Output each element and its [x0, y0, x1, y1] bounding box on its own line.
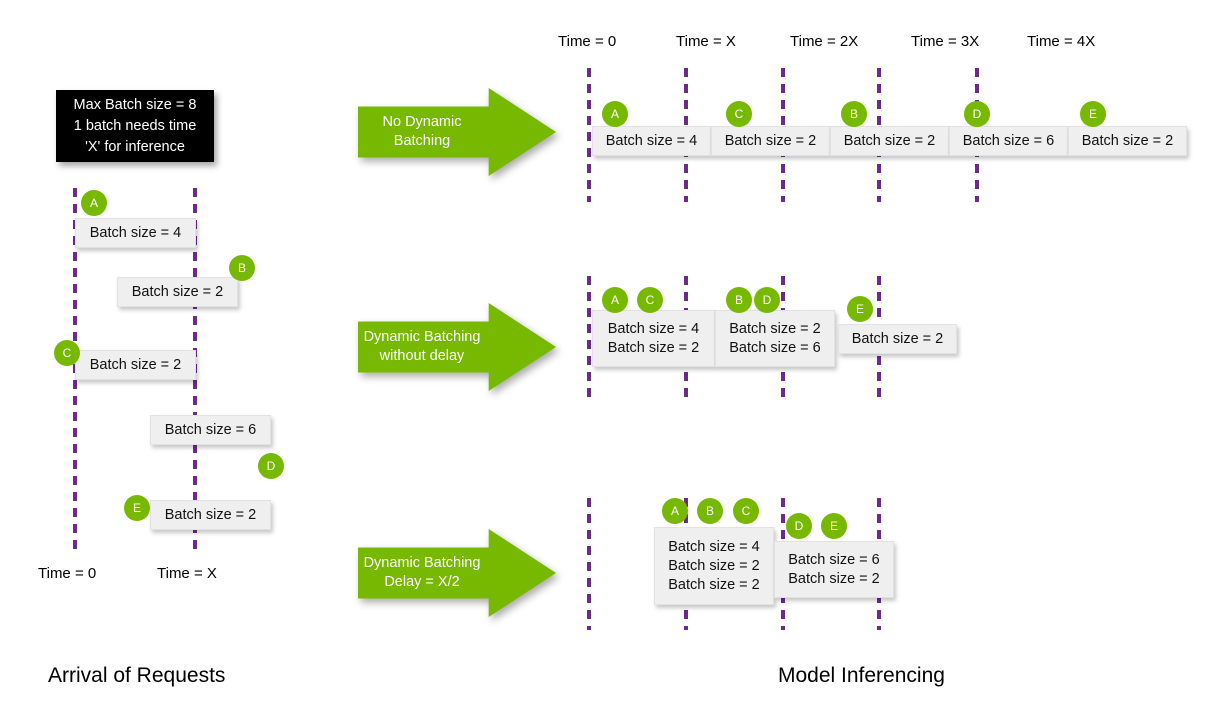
no-dynamic-batching-gridline-0 [587, 68, 591, 202]
batch-size-text: Batch size = 2 [668, 557, 760, 574]
request-badge-label: E [132, 501, 141, 515]
batch-size-text: Batch size = 4 [668, 538, 760, 555]
dynamic-batching-without-delay-badge-b: B [726, 287, 752, 313]
no-dynamic-batching-badge-b: B [841, 101, 867, 127]
batch-size-text: Batch size = 4 [605, 132, 698, 149]
batch-size-text: Batch size = 2 [851, 330, 944, 347]
batch-size-text: Batch size = 2 [843, 132, 936, 149]
dynamic-batching-without-delay-batch-box-0: Batch size = 4 Batch size = 2 [592, 310, 715, 367]
arrival-badge-d: D [258, 453, 284, 479]
request-badge-label: E [829, 519, 838, 533]
no-dynamic-batching-badge-c: C [726, 101, 752, 127]
arrival-batch-box-c: Batch size = 2 [75, 350, 196, 380]
request-badge-label: C [645, 293, 655, 307]
arrival-badge-e: E [124, 495, 150, 521]
dynamic-batching-without-delay-batch-box-1: Batch size = 2 Batch size = 6 [715, 310, 835, 367]
info-card-line-1: Max Batch size = 8 [73, 96, 197, 113]
request-badge-label: B [237, 261, 246, 275]
request-badge-label: D [266, 459, 276, 473]
batch-size-text: Batch size = 2 [89, 356, 182, 373]
dynamic-batching-delay-half-x-badge-b: B [697, 498, 723, 524]
request-badge-label: A [610, 293, 619, 307]
batch-size-text: Batch size = 2 [131, 283, 224, 300]
request-badge-label: B [705, 504, 714, 518]
request-badge-label: D [972, 107, 982, 121]
dynamic-batching-without-delay-badge-d: D [754, 287, 780, 313]
left-axis-label-0: Time = 0 [38, 565, 97, 582]
arrival-badge-b: B [229, 255, 255, 281]
arrival-batch-box-d: Batch size = 6 [150, 415, 271, 445]
time-header-1: Time = X [676, 33, 736, 50]
batch-size-text: Batch size = 2 [729, 320, 821, 337]
right-section-title: Model Inferencing [778, 664, 945, 687]
batch-size-text: Batch size = 4 [607, 320, 700, 337]
request-badge-label: C [62, 346, 72, 360]
dynamic-batching-without-delay-batch-box-2: Batch size = 2 [838, 324, 957, 354]
dynamic-batching-delay-half-x-badge-a: A [662, 498, 688, 524]
dynamic-batching-without-delay-badge-e: E [847, 296, 873, 322]
batch-size-text: Batch size = 2 [668, 576, 760, 593]
left-section-title: Arrival of Requests [48, 664, 226, 687]
no-dynamic-batching-batch-box-0: Batch size = 4 [592, 126, 711, 156]
request-badge-label: D [794, 519, 804, 533]
batch-size-text: Batch size = 2 [607, 339, 700, 356]
arrival-batch-box-b: Batch size = 2 [117, 277, 238, 307]
dynamic-batching-delay-half-x-batch-box-1: Batch size = 6 Batch size = 2 [774, 541, 894, 598]
no-dynamic-batching-badge-e: E [1080, 101, 1106, 127]
request-badge-label: B [849, 107, 858, 121]
no-dynamic-batching-badge-d: D [964, 101, 990, 127]
dynamic-batching-delay-half-x-batch-box-0: Batch size = 4 Batch size = 2 Batch size =… [654, 527, 774, 605]
no-dynamic-batching-batch-box-1: Batch size = 2 [711, 126, 830, 156]
dynamic-batching-without-delay-badge-c: C [637, 287, 663, 313]
batch-size-text: Batch size = 6 [164, 421, 257, 438]
dynamic-batching-delay-half-x-badge-d: D [786, 513, 812, 539]
no-dynamic-batching-batch-box-4: Batch size = 2 [1068, 126, 1187, 156]
batch-size-text: Batch size = 6 [788, 551, 880, 568]
time-header-0: Time = 0 [558, 33, 617, 50]
no-dynamic-batching-batch-box-3: Batch size = 6 [949, 126, 1068, 156]
info-card-line-3: 'X' for inference [85, 138, 185, 155]
left-axis-label-1: Time = X [157, 565, 217, 582]
batch-size-text: Batch size = 6 [729, 339, 821, 356]
request-badge-label: C [741, 504, 751, 518]
dynamic-batching-delay-half-x-badge-e: E [821, 513, 847, 539]
request-badge-label: A [610, 107, 619, 121]
info-card-line-2: 1 batch needs time [73, 117, 197, 134]
no-dynamic-batching-batch-box-2: Batch size = 2 [830, 126, 949, 156]
request-badge-label: A [670, 504, 679, 518]
time-header-3: Time = 3X [911, 33, 980, 50]
batch-size-text: Batch size = 4 [89, 224, 182, 241]
batch-size-text: Batch size = 2 [724, 132, 817, 149]
batch-size-text: Batch size = 2 [1081, 132, 1174, 149]
dynamic-batching-without-delay-gridline-0 [587, 276, 591, 402]
request-badge-label: A [89, 196, 98, 210]
time-header-2: Time = 2X [790, 33, 859, 50]
batch-size-text: Batch size = 2 [164, 506, 257, 523]
batch-size-text: Batch size = 2 [788, 570, 880, 587]
arrival-batch-box-a: Batch size = 4 [75, 218, 196, 248]
arrival-badge-c: C [54, 340, 80, 366]
dynamic-batching-without-delay-badge-a: A [602, 287, 628, 313]
batch-size-text: Batch size = 6 [962, 132, 1055, 149]
arrow-shape [358, 529, 556, 617]
arrow-shape [358, 303, 556, 391]
dynamic-batching-delay-half-x-badge-c: C [733, 498, 759, 524]
request-badge-label: E [1088, 107, 1097, 121]
request-badge-label: C [734, 107, 744, 121]
arrow-shape [358, 88, 556, 176]
request-badge-label: E [855, 302, 864, 316]
request-badge-label: D [762, 293, 772, 307]
arrival-badge-a: A [81, 190, 107, 216]
dynamic-batching-delay-half-x-gridline-0 [587, 498, 591, 630]
no-dynamic-batching-badge-a: A [602, 101, 628, 127]
arrival-batch-box-e: Batch size = 2 [150, 500, 271, 530]
max-batch-info-card: Max Batch size = 8 1 batch needs time 'X' … [56, 90, 214, 162]
time-header-4: Time = 4X [1027, 33, 1096, 50]
request-badge-label: B [734, 293, 743, 307]
